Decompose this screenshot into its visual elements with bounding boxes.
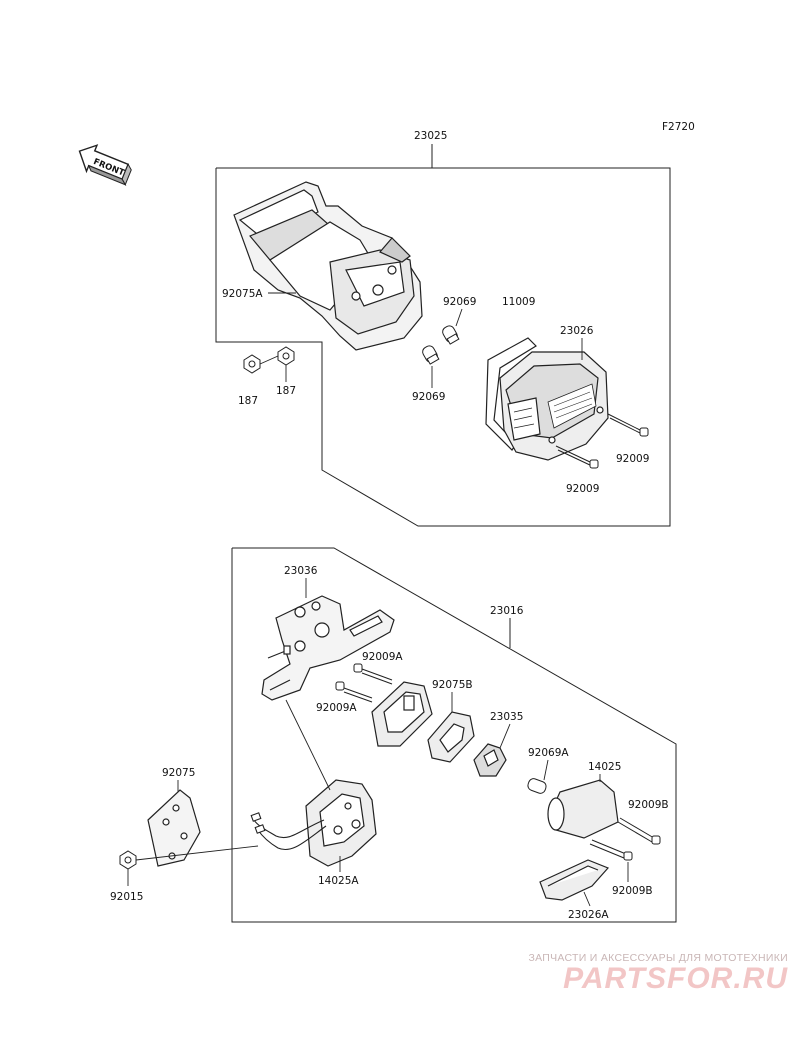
part-92075B: 92075B (432, 679, 473, 691)
part-11009: 11009 (502, 296, 535, 308)
part-92009-b: 92009 (566, 483, 599, 495)
leader-92015 (135, 845, 259, 861)
watermark-logo: PARTSFOR.RU (563, 962, 788, 995)
leader-92069A (543, 759, 549, 781)
part-92009A-b: 92009A (316, 702, 357, 714)
leader-92069-a (455, 308, 463, 327)
lamp-lens-cap (547, 779, 619, 839)
license-lamp-housing (305, 779, 377, 867)
part-187-b: 187 (276, 385, 296, 397)
part-23035: 23035 (490, 711, 523, 723)
part-23026A: 23026A (568, 909, 609, 921)
license-plate-bracket (147, 789, 201, 867)
nut-icon (243, 346, 295, 374)
bulb-icon (527, 778, 547, 794)
part-14025: 14025 (588, 761, 621, 773)
part-187-a: 187 (238, 395, 258, 407)
bulb-icon (422, 325, 460, 365)
watermark-tagline: ЗАПЧАСТИ И АКСЕССУАРЫ ДЛЯ МОТОТЕХНИКИ (528, 952, 788, 964)
part-23026: 23026 (560, 325, 594, 337)
lamp-base (371, 681, 433, 747)
leader-bracket-lamp (285, 699, 331, 791)
part-14025A: 14025A (318, 875, 359, 887)
leader-23026A (583, 891, 591, 907)
part-92015: 92015 (110, 891, 143, 903)
part-23036: 23036 (284, 565, 318, 577)
license-bracket (261, 595, 395, 701)
figure-code: F2720 (662, 121, 695, 133)
lamp-wires (250, 812, 327, 850)
part-23016: 23016 (490, 605, 524, 617)
part-92075: 92075 (162, 767, 195, 779)
lamp-lens (539, 859, 610, 901)
screw-icon (555, 413, 649, 469)
part-92009B-b: 92009B (612, 885, 653, 897)
part-92069-b: 92069 (412, 391, 445, 403)
gasket (427, 711, 475, 763)
screw-icon (335, 663, 393, 703)
part-92075A: 92075A (222, 288, 263, 300)
part-23025: 23025 (414, 130, 447, 142)
nut-icon (119, 850, 137, 870)
leader-23035 (499, 723, 511, 749)
socket (473, 743, 507, 777)
part-92069A: 92069A (528, 747, 569, 759)
screw-icon (589, 817, 661, 861)
part-92069-a: 92069 (443, 296, 476, 308)
tail-lamp-body (485, 337, 609, 461)
upper-group-frame (215, 144, 671, 527)
lower-group-frame (231, 547, 677, 923)
part-92009A-a: 92009A (362, 651, 403, 663)
part-92009-a: 92009 (616, 453, 649, 465)
part-92009B-a: 92009B (628, 799, 669, 811)
tail-lamp-housing (233, 181, 423, 351)
front-arrow-icon: FRONT (78, 144, 132, 186)
leader-187 (259, 355, 279, 365)
